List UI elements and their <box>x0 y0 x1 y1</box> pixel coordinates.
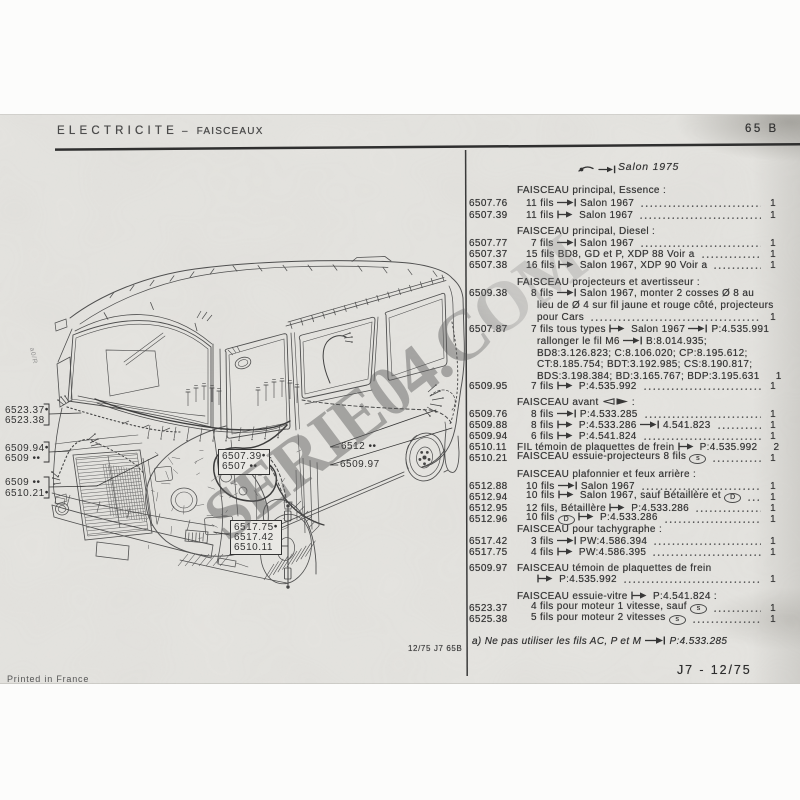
svg-text:a0/R: a0/R <box>28 347 38 365</box>
